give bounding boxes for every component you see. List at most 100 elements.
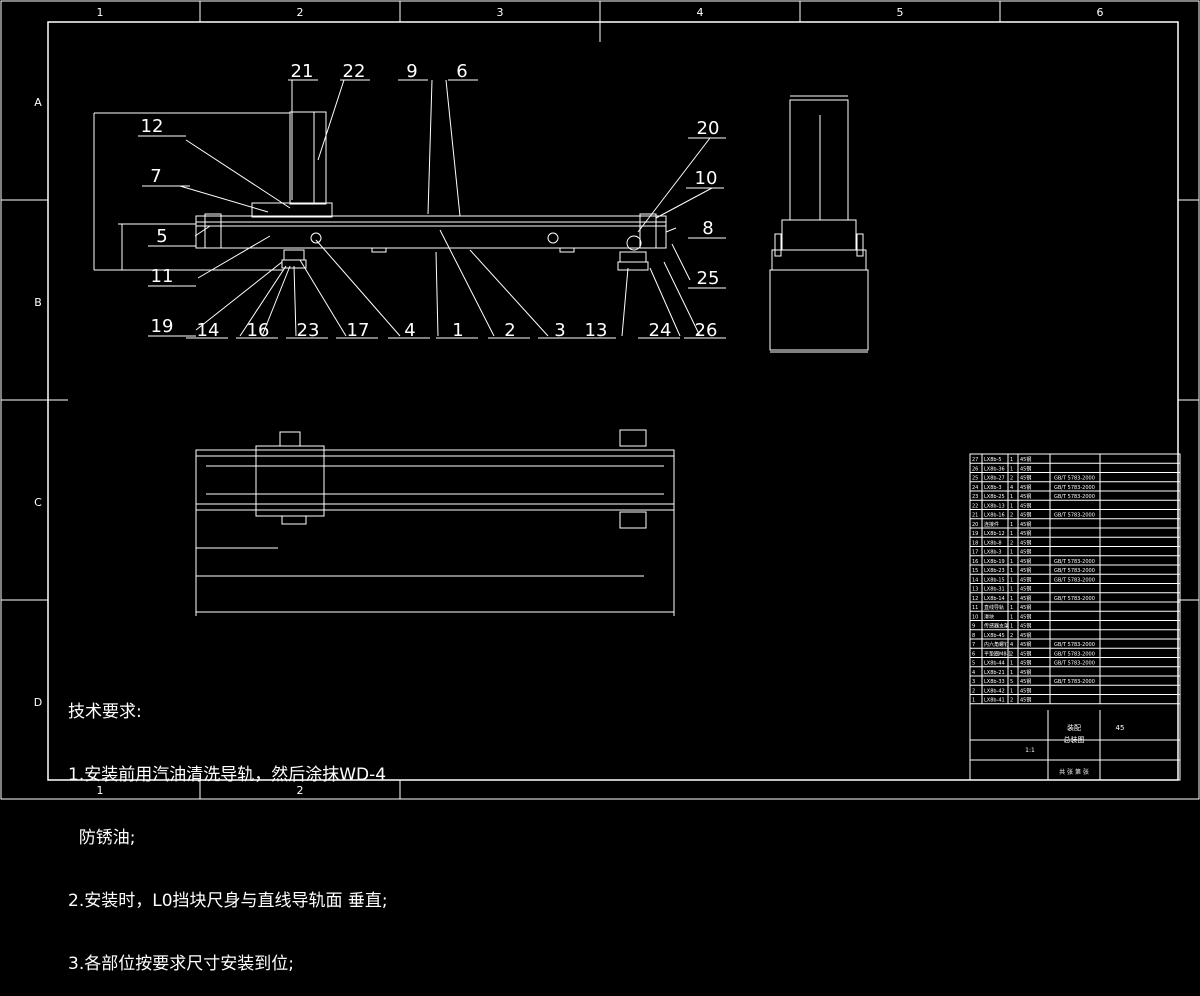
bom-cell-part: LX8b-3: [984, 550, 1002, 556]
bom-cell-standard: GB/T 5783-2000: [1054, 513, 1095, 519]
column-label-bottom: 1: [97, 784, 104, 797]
balloon-number: 11: [151, 266, 174, 287]
bom-cell-no: 5: [972, 661, 975, 667]
bom-cell-material: 45钢: [1020, 697, 1031, 704]
bom-cell-material: 45钢: [1020, 567, 1031, 574]
bom-cell-part: 直线导轨: [984, 604, 1004, 611]
title-block-material: 装配: [1067, 723, 1081, 732]
bom-cell-part: LX8b-31: [984, 587, 1005, 593]
bom-cell-part: LX8b-41: [984, 698, 1005, 704]
title-block-weight: 45: [1116, 724, 1125, 732]
bom-cell-part: LX8b-23: [984, 568, 1005, 574]
bom-cell-qty: 4: [1010, 485, 1013, 491]
bom-cell-standard: GB/T 5783-2000: [1054, 559, 1095, 565]
tech-req-line-3: 3.各部位按要求尺寸安装到位;: [68, 954, 294, 974]
bom-cell-standard: GB/T 5783-2000: [1054, 568, 1095, 574]
bom-cell-no: 3: [972, 679, 975, 685]
bom-cell-qty: 1: [1010, 503, 1013, 509]
column-label: 1: [97, 6, 104, 19]
bom-cell-no: 25: [972, 476, 978, 482]
bom-cell-part: LX8b-3: [984, 485, 1002, 491]
bom-cell-no: 20: [972, 522, 978, 528]
bom-cell-qty: 1: [1010, 466, 1013, 472]
bom-cell-qty: 1: [1010, 624, 1013, 630]
bom-cell-material: 45钢: [1020, 512, 1031, 519]
balloon-number: 7: [150, 166, 161, 187]
bom-cell-no: 4: [972, 670, 975, 676]
column-label: 2: [297, 6, 304, 19]
bom-cell-qty: 1: [1010, 550, 1013, 556]
bom-cell-part: LX8b-36: [984, 466, 1005, 472]
bom-cell-material: 45钢: [1020, 539, 1031, 546]
bom-cell-part: 传感器支架: [984, 623, 1009, 630]
bom-cell-part: LX8b-16: [984, 513, 1005, 519]
bom-cell-qty: 2: [1010, 476, 1013, 482]
balloon-number: 4: [404, 320, 415, 341]
bom-cell-no: 17: [972, 550, 978, 556]
bom-cell-no: 27: [972, 457, 978, 463]
bom-cell-part: LX8b-21: [984, 670, 1005, 676]
bom-cell-material: 45钢: [1020, 549, 1031, 556]
bom-cell-material: 45钢: [1020, 475, 1031, 482]
top-view: [195, 429, 675, 616]
balloon-number: 23: [297, 320, 320, 341]
bom-cell-standard: GB/T 5783-2000: [1054, 651, 1095, 657]
bom-cell-standard: GB/T 5783-2000: [1054, 642, 1095, 648]
bom-cell-no: 11: [972, 605, 978, 611]
bom-cell-part: LX8b-45: [984, 633, 1005, 639]
tech-req-line-2: 2.安装时，L0挡块尺身与直线导轨面 垂直;: [68, 891, 388, 911]
bom-cell-material: 45钢: [1020, 530, 1031, 537]
balloon-number: 22: [343, 61, 366, 82]
bom-cell-material: 45钢: [1020, 687, 1031, 694]
bom-cell-qty: 1: [1010, 614, 1013, 620]
column-label: 5: [897, 6, 904, 19]
bom-cell-qty: 2: [1010, 651, 1013, 657]
bom-cell-no: 14: [972, 577, 978, 583]
row-label: B: [34, 296, 42, 309]
bom-cell-no: 7: [972, 642, 975, 648]
bom-cell-material: 45钢: [1020, 493, 1031, 500]
bom-cell-qty: 5: [1010, 679, 1013, 685]
bom-cell-material: 45钢: [1020, 595, 1031, 602]
bom-cell-no: 26: [972, 466, 978, 472]
bom-cell-qty: 1: [1010, 494, 1013, 500]
bom-cell-material: 45钢: [1020, 650, 1031, 657]
bom-cell-no: 18: [972, 540, 978, 546]
bom-cell-material: 45钢: [1020, 576, 1031, 583]
bom-cell-material: 45钢: [1020, 623, 1031, 630]
bom-cell-no: 2: [972, 688, 975, 694]
row-label: D: [34, 696, 42, 709]
balloon-number: 8: [702, 218, 713, 239]
bom-cell-qty: 1: [1010, 559, 1013, 565]
column-label: 6: [1097, 6, 1104, 19]
bom-cell-part: LX8b-42: [984, 688, 1005, 694]
bom-cell-part: LX8b-8: [984, 540, 1002, 546]
bom-cell-part: LX8b-13: [984, 503, 1005, 509]
bom-cell-no: 8: [972, 633, 975, 639]
bom-cell-qty: 1: [1010, 596, 1013, 602]
bom-cell-qty: 2: [1010, 633, 1013, 639]
balloon-number: 12: [141, 116, 164, 137]
bom-cell-no: 21: [972, 513, 978, 519]
bom-cell-material: 45钢: [1020, 521, 1031, 528]
bom-cell-no: 10: [972, 614, 978, 620]
title-block-name: 总装图: [1064, 735, 1085, 744]
balloon-number: 16: [247, 320, 270, 341]
technical-requirements: 技术要求: 1.安装前用汽油清洗导轨，然后涂抹WD-4 防锈油; 2.安装时，L…: [68, 660, 388, 996]
bom-cell-material: 45钢: [1020, 604, 1031, 611]
balloon-number: 9: [406, 61, 417, 82]
bom-cell-part: 内六角螺钉: [984, 641, 1009, 648]
tech-req-line-1: 1.安装前用汽油清洗导轨，然后涂抹WD-4: [68, 765, 387, 785]
bom-cell-standard: GB/T 5783-2000: [1054, 679, 1095, 685]
bom-cell-material: 45钢: [1020, 641, 1031, 648]
balloon-number: 10: [695, 168, 718, 189]
balloon-number: 24: [649, 320, 672, 341]
bom-cell-no: 12: [972, 596, 978, 602]
drawing-frame: [0, 0, 1200, 800]
bom-cell-material: 45钢: [1020, 465, 1031, 472]
column-label: 3: [497, 6, 504, 19]
bom-cell-no: 16: [972, 559, 978, 565]
bom-cell-qty: 1: [1010, 522, 1013, 528]
